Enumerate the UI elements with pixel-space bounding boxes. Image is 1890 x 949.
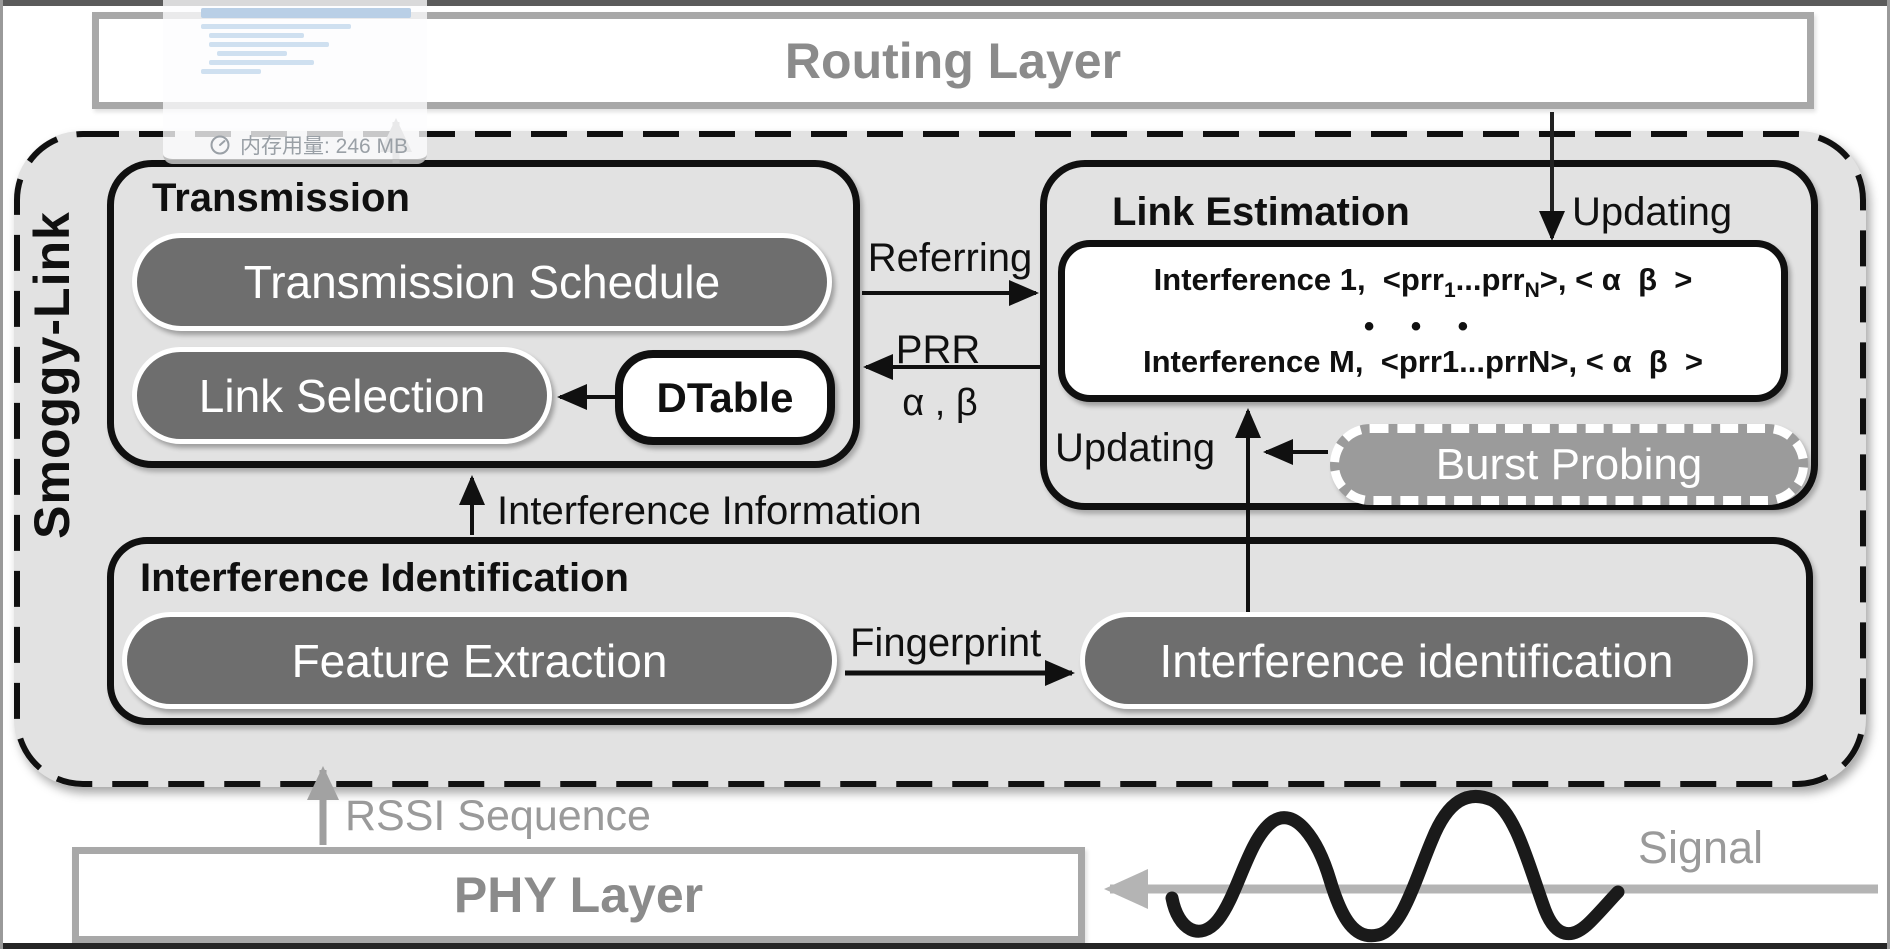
burst-probing-label: Burst Probing: [1435, 439, 1703, 489]
rssi-sequence-label: RSSI Sequence: [345, 792, 651, 840]
interference-table-ellipsis: • • •: [1363, 309, 1483, 343]
interference-identification-pill: Interference identification: [1080, 612, 1753, 709]
dtable-label: DTable: [656, 373, 794, 421]
right-border-edge: [1887, 0, 1890, 949]
faint-code-lines: [187, 4, 423, 84]
feature-extraction-pill: Feature Extraction: [122, 612, 837, 709]
phy-layer-box: PHY Layer: [72, 847, 1085, 943]
interference-identification-pill-label: Interference identification: [1159, 634, 1674, 687]
memory-usage-text: 内存用量: 246 MB: [240, 135, 409, 158]
dtable-pill: DTable: [615, 350, 835, 445]
gauge-icon: [210, 135, 230, 155]
interference-table: Interference 1, <prr1...prrN>, < α β > •…: [1058, 240, 1788, 402]
memory-tooltip-overlay: 内存用量: 246 MB: [163, 0, 427, 164]
link-selection-pill: Link Selection: [132, 347, 552, 444]
transmission-schedule-label: Transmission Schedule: [243, 256, 721, 308]
signal-label: Signal: [1638, 822, 1764, 873]
smoggy-link-label: Smoggy-Link: [24, 211, 80, 539]
prr-label: PRR: [895, 328, 981, 372]
routing-layer-label: Routing Layer: [784, 32, 1122, 89]
transmission-schedule-pill: Transmission Schedule: [132, 233, 832, 331]
signal-wave: [1165, 789, 1625, 943]
interference-identification-title: Interference Identification: [140, 556, 629, 600]
bottom-border-strip: [0, 943, 1890, 949]
link-selection-label: Link Selection: [198, 369, 486, 422]
left-border-edge: [0, 0, 3, 949]
feature-extraction-label: Feature Extraction: [291, 634, 668, 687]
alpha-beta-label: α , β: [902, 382, 978, 424]
phy-layer-label: PHY Layer: [453, 867, 704, 923]
interference-table-row-1: Interference 1, <prr1...prrN>, < α β >: [1153, 262, 1693, 303]
burst-probing-pill: Burst Probing: [1330, 424, 1808, 505]
fingerprint-label: Fingerprint: [850, 621, 1042, 665]
interference-table-row-2: Interference M, <prr1...prrN>, < α β >: [1142, 343, 1703, 379]
top-border-strip: [0, 0, 1890, 6]
transmission-title: Transmission: [152, 176, 410, 220]
updating-top-label: Updating: [1572, 190, 1733, 234]
link-estimation-title: Link Estimation: [1112, 190, 1410, 234]
referring-label: Referring: [867, 236, 1033, 280]
updating-bottom-label: Updating: [1055, 426, 1216, 470]
interference-information-label: Interference Information: [497, 489, 922, 533]
